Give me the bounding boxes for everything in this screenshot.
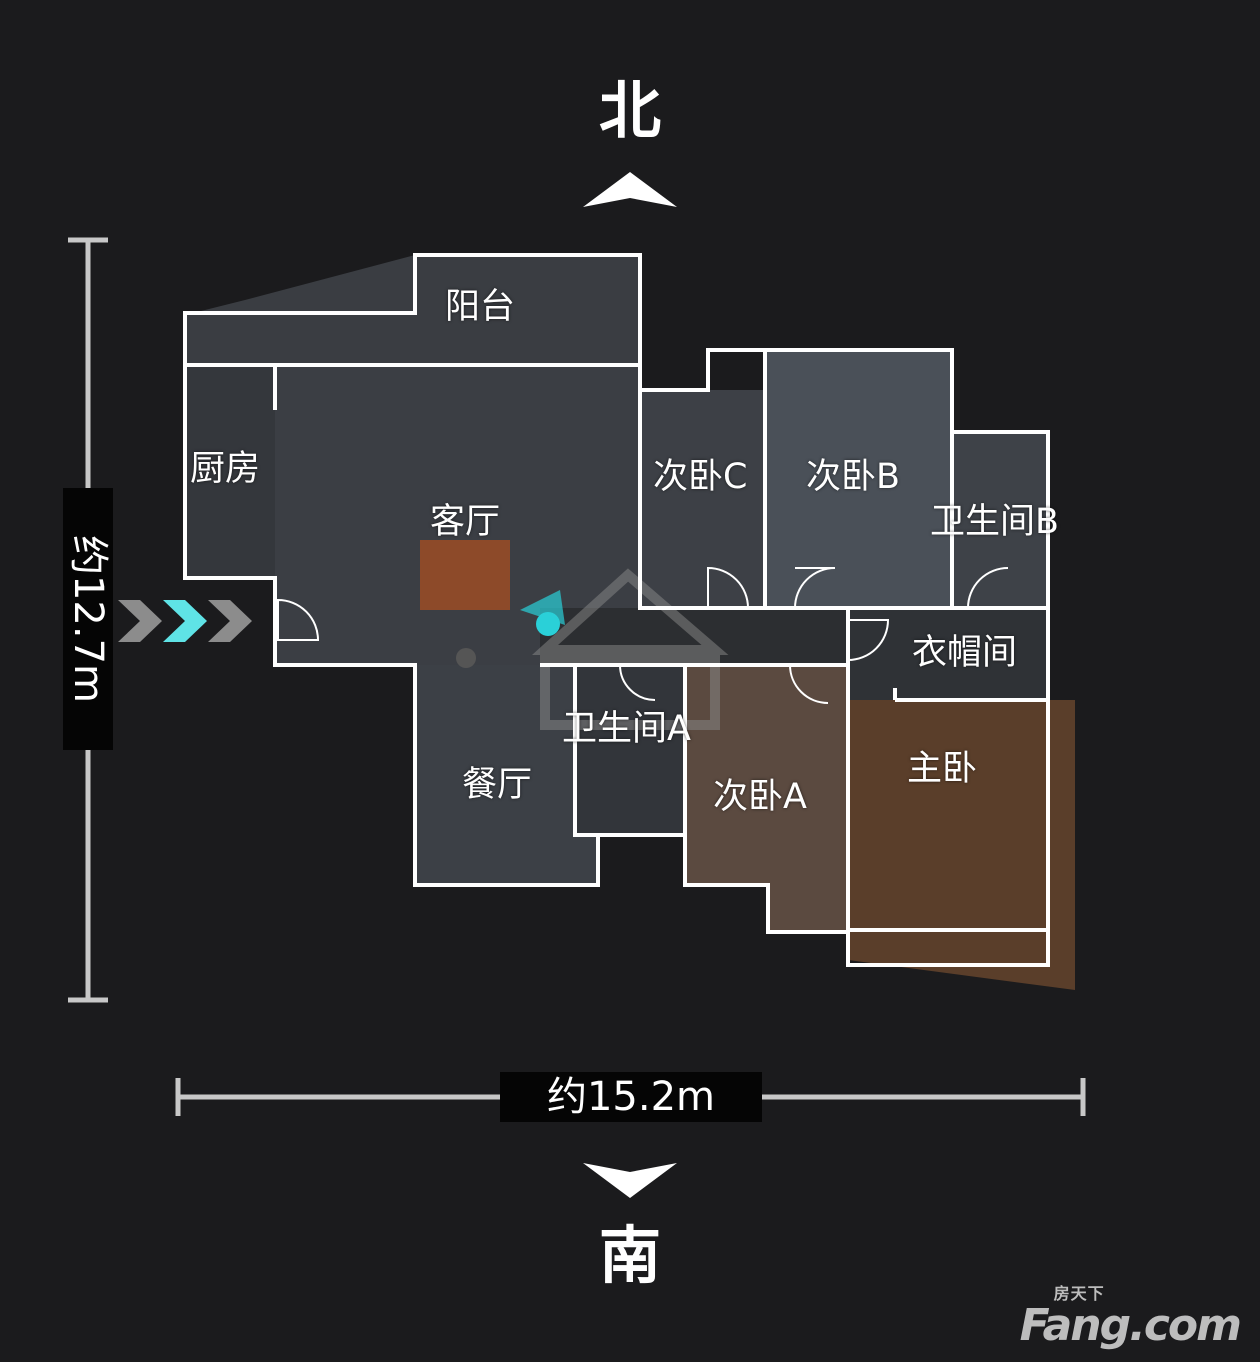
fang-logo-text: Fang.com (1019, 1300, 1242, 1351)
depth-label-box: 约12.7m (63, 488, 113, 750)
walls (183, 253, 1050, 967)
fang-logo-cn: 房天下 (1053, 1284, 1105, 1303)
room-bedroom-c[interactable]: 次卧C (653, 457, 748, 497)
south-label: 南 (598, 1219, 662, 1292)
fang-logo: 房天下 Fang.com (1019, 1284, 1242, 1351)
entrance-arrows (118, 600, 252, 642)
room-living[interactable]: 客厅 (430, 502, 501, 542)
room-fills (185, 255, 1075, 990)
room-master-bedroom[interactable]: 主卧 (907, 749, 978, 789)
door-arcs (277, 566, 1009, 704)
room-bathroom-a[interactable]: 卫生间A (562, 709, 691, 749)
room-kitchen[interactable]: 厨房 (190, 449, 261, 489)
room-bedroom-b[interactable]: 次卧B (806, 457, 901, 497)
depth-label: 约12.7m (65, 534, 111, 704)
room-balcony[interactable]: 阳台 (445, 287, 516, 327)
watermark-logo (532, 568, 729, 730)
room-bathroom-b[interactable]: 卫生间B (930, 502, 1060, 542)
room-cloakroom[interactable]: 衣帽间 (912, 633, 1018, 673)
south-arrow-icon (583, 1163, 677, 1198)
north-arrow-icon (583, 172, 677, 207)
viewpoint-marker (456, 590, 565, 668)
room-dining[interactable]: 餐厅 (462, 765, 533, 805)
width-label: 约15.2m (500, 1072, 762, 1122)
north-label: 北 (598, 74, 662, 147)
room-bedroom-a[interactable]: 次卧A (713, 777, 807, 817)
